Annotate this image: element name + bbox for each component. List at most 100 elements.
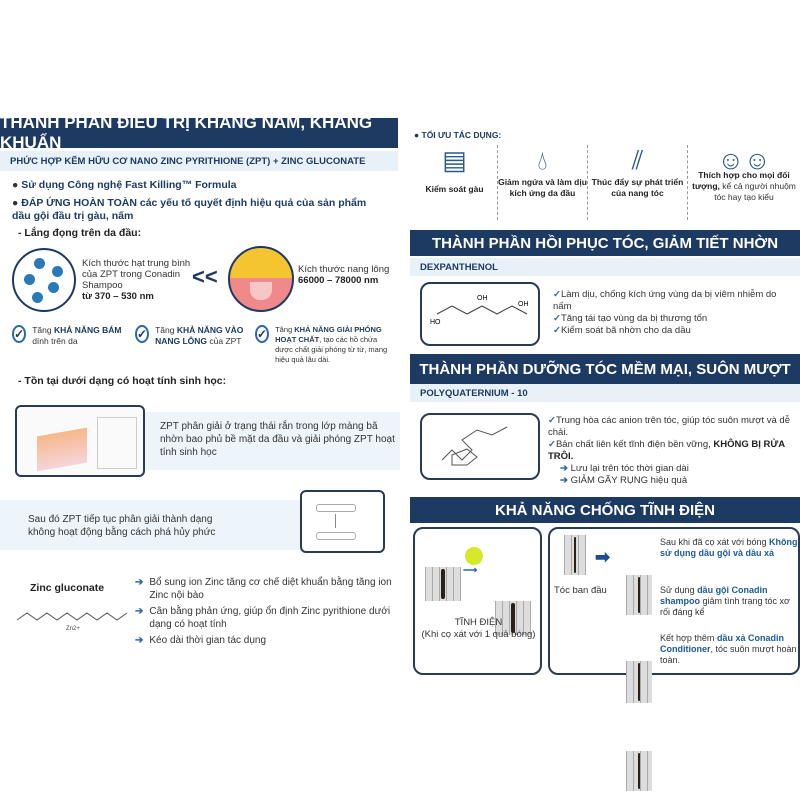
dex-point-text: Làm dịu, chống kích ứng vùng da bị viêm … — [553, 289, 777, 312]
static-test-panel: ⟶ TĨNH ĐIỆN(Khi cọ xát với 1 quả bóng) — [413, 527, 542, 675]
check-bold: KHẢ NĂNG GIẢI PHÓNG HOẠT CHẤT — [275, 325, 382, 344]
dex-point: ✓Tăng tái tạo vùng da bị thương tổn — [553, 313, 793, 325]
band1-text: ZPT phân giải ở trạng thái rắn trong lớp… — [160, 421, 395, 458]
zpt-decomposition-diagram — [300, 490, 385, 553]
zinc-point-text: Kéo dài thời gian tác dụng — [149, 635, 267, 646]
hair-strands-icon: ⫽ — [631, 145, 644, 175]
result3-text: Kết hợp thêm dầu xả Conadin Conditioner,… — [660, 633, 800, 666]
check-icon: ✓ — [135, 325, 150, 343]
scalp-diagram-image — [15, 405, 145, 477]
section-header-antistatic: KHẢ NĂNG CHỐNG TĨNH ĐIỆN — [410, 497, 800, 523]
pq-sub-text: Lưu lại trên tóc thời gian dài — [570, 463, 689, 474]
dandruff-icon: ▤ — [442, 145, 467, 175]
follicle-desc: Kích thước nang lông — [298, 264, 390, 275]
section-subheader-zpt: PHỨC HỢP KẼM HỮU CƠ NANO ZINC PYRITHIONE… — [0, 151, 398, 171]
pq-point: ✓Bản chất liên kết tĩnh điện bền vững, K… — [548, 439, 793, 463]
result-post: , tóc suôn mượt hoàn toàn. — [660, 644, 797, 665]
check-pre: Tăng — [155, 325, 177, 335]
check-post: , tạo các hồ chứa dược chất giải phóng t… — [275, 335, 388, 364]
tennis-ball-icon — [465, 547, 483, 565]
static-note: (Khi cọ xát với 1 quả bóng) — [421, 629, 536, 640]
arrow-right-icon: ➔ — [135, 606, 144, 617]
arrow-right-icon: ➔ — [560, 475, 568, 486]
bullet-full-response: ● ĐÁP ỨNG HOÀN TOÀN các yếu tố quyết địn… — [12, 197, 367, 222]
hair-comparison-panel: ➡ Tóc ban đầu Sau khi đã cọ xát với bóng… — [548, 527, 800, 791]
people-icon: ☺☺ — [717, 145, 771, 175]
bullet-fast-killing: ● Sử dụng Công nghệ Fast Killing™ Formul… — [12, 179, 237, 191]
benefit-growth: ⫽Thúc đẩy sự phát triển của nang tóc — [587, 145, 687, 220]
polyquaternium-points: ✓Trung hòa các anion trên tóc, giúp tóc … — [548, 415, 793, 487]
particle-size: từ 370 – 530 nm — [82, 291, 154, 302]
benefit-dandruff: ▤ Kiểm soát gàu — [412, 145, 497, 220]
dex-point: ✓Kiểm soát bã nhờn cho da dầu — [553, 325, 793, 337]
pq-sub: ➔ Lưu lại trên tóc thời gian dài — [548, 463, 793, 475]
check-pre: Tăng — [32, 325, 54, 335]
result-pre: Sau khi đã cọ xát với bóng — [660, 537, 769, 547]
result-bold: dầu xả Conadin Conditioner — [660, 633, 784, 654]
check-icon: ✓ — [553, 325, 561, 336]
benefit-rest: kể cả người nhuộm tóc hay tạo kiểu — [714, 181, 796, 202]
benefit-text: Thúc đẩy sự phát triển của nang tóc — [591, 177, 684, 198]
svg-text:HO: HO — [430, 319, 441, 326]
benefit-text: Kiểm soát gàu — [425, 184, 484, 194]
benefit-bold: Thích hợp cho mọi đối tượng, — [692, 170, 790, 191]
check-icon: ✓ — [548, 415, 556, 426]
static-caption: TĨNH ĐIỆN(Khi cọ xát với 1 quả bóng) — [420, 617, 537, 641]
bullet-rest: các yếu tố quyết định hiệu quả của sản p… — [12, 197, 367, 222]
check-icon: ✓ — [553, 313, 561, 324]
zinc-point: ➔ Kéo dài thời gian tác dụng — [135, 634, 395, 647]
check-bold: KHẢ NĂNG BÁM — [53, 325, 122, 335]
optimize-title: ● TỐI ƯU TÁC DỤNG: — [414, 130, 502, 140]
section-header-softening: THÀNH PHẦN DƯỠNG TÓC MỀM MẠI, SUÔN MƯỢT — [410, 354, 800, 384]
check-icon: ✓ — [12, 325, 27, 343]
pq-sub: ➔ GIẢM GÃY RỤNG hiệu quả — [548, 475, 793, 487]
dex-point-text: Kiểm soát bã nhờn cho da dầu — [560, 325, 691, 336]
particle-desc: Kích thước hạt trung bình của ZPT trong … — [82, 258, 191, 291]
result-pre: Sử dụng — [660, 585, 698, 595]
pq-sub-text: GIẢM GÃY RỤNG hiệu quả — [570, 475, 688, 486]
dex-point: ✓Làm dịu, chống kích ứng vùng da bị viêm… — [553, 289, 793, 313]
result-pre: Kết hợp thêm — [660, 633, 717, 643]
zinc-point: ➔Bổ sung ion Zinc tăng cơ chế diệt khuẩn… — [135, 576, 395, 602]
zinc-gluconate-title: Zinc gluconate — [30, 582, 105, 594]
zinc-gluconate-structure: Zn2+ — [16, 612, 128, 632]
check-follicle-entry: ✓Tăng KHẢ NĂNG VÀO NANG LÔNG của ZPT — [135, 325, 245, 347]
dex-point-text: Tăng tái tạo vùng da bị thương tổn — [560, 313, 708, 324]
result-bold: dầu gội Conadin shampoo — [660, 585, 768, 606]
optimize-text: TỐI ƯU TÁC DỤNG: — [421, 130, 502, 140]
follicle-size: 66000 – 78000 nm — [298, 275, 379, 286]
hair-sample-photo — [425, 567, 461, 601]
benefit-everyone: ☺☺Thích hợp cho mọi đối tượng, kể cả ngư… — [687, 145, 800, 220]
pq-point-text: Bản chất liên kết tĩnh điện bền vững, — [555, 439, 714, 450]
initial-hair-label: Tóc ban đầu — [554, 585, 607, 596]
svg-text:Zn2+: Zn2+ — [66, 626, 80, 632]
bullet-text: Sử dụng Công nghệ Fast Killing™ Formula — [21, 179, 237, 191]
result-bold: Không sử dụng dầu gội và dầu xả — [660, 537, 798, 558]
section-subheader-dexpanthenol: DEXPANTHENOL — [410, 258, 800, 276]
svg-text:OH: OH — [477, 295, 488, 302]
section-header-antifungal: THÀNH PHẦN ĐIỀU TRỊ KHÁNG NẤM, KHÁNG KHU… — [0, 113, 398, 152]
info-band-1 — [145, 412, 400, 470]
arrow-right-icon: ⟶ — [463, 565, 478, 576]
arrow-right-icon: ➔ — [560, 463, 568, 474]
bioactive-title: - Tồn tại dưới dạng có hoạt tính sinh họ… — [18, 375, 227, 387]
zinc-point: ➔ Cân bằng phản ứng, giúp ổn định Zinc py… — [135, 605, 395, 631]
check-post: dính trên da — [32, 336, 78, 346]
comparison-symbol: << — [192, 264, 218, 289]
particle-size-text: Kích thước hạt trung bình của ZPT trong … — [82, 258, 192, 302]
static-label: TĨNH ĐIỆN — [454, 617, 503, 628]
result1-photo — [626, 575, 652, 615]
polyquaternium-structure — [420, 413, 540, 480]
zinc-point-text: Cân bằng phản ứng, giúp ổn định Zinc pyr… — [149, 606, 391, 630]
result-post: giảm tình trạng tóc xơ rối đáng kể — [660, 596, 790, 617]
check-release: ✓Tăng KHẢ NĂNG GIẢI PHÓNG HOẠT CHẤT, tạo… — [255, 325, 395, 365]
arrow-right-icon: ➔ — [135, 635, 144, 646]
benefits-row: ▤Kiểm soát gàu 💧︎Giảm ngứa và làm dịu kí… — [412, 145, 800, 220]
deposit-title: - Lắng đọng trên da đầu: — [18, 227, 142, 239]
zinc-point-text: Bổ sung ion Zinc tăng cơ chế diệt khuẩn … — [149, 577, 392, 601]
result3-photo — [626, 751, 652, 791]
section-header-recovery: THÀNH PHẦN HỒI PHỤC TÓC, GIẢM TIẾT NHỜN — [410, 230, 800, 256]
check-icon: ✓ — [553, 289, 561, 300]
